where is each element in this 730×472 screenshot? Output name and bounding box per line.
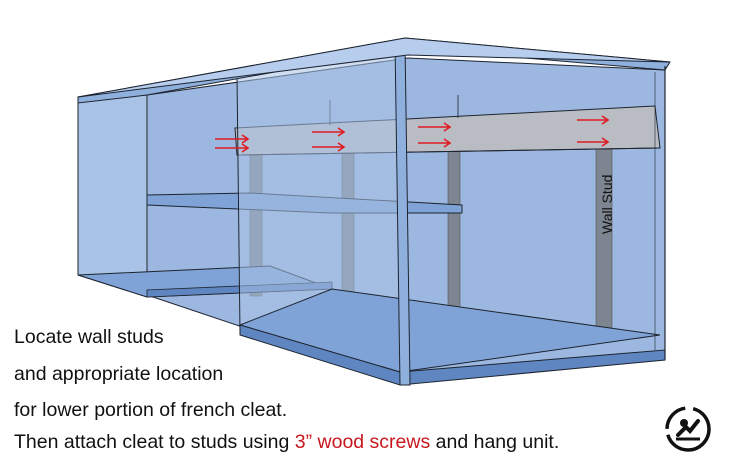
arrow-right-icon	[418, 138, 452, 148]
wall-stud-label: Wall Stud	[599, 174, 615, 234]
caption-line-2: and appropriate location	[14, 363, 224, 385]
arrow-right-icon	[215, 134, 250, 144]
caption-text: Then attach cleat to studs using	[14, 431, 295, 453]
logo-badge-icon	[665, 406, 711, 452]
top-panel-surface	[77, 37, 671, 98]
screw-size-highlight: 3” wood screws	[294, 431, 431, 453]
wall-stud	[595, 141, 613, 341]
caption-line-1: Locate wall studs	[14, 326, 164, 348]
wall-stud	[447, 147, 461, 311]
arrow-right-icon	[312, 127, 346, 137]
arrow-right-icon	[418, 122, 452, 132]
screw-arrows	[215, 115, 610, 153]
arrow-right-icon	[577, 137, 610, 147]
arrow-right-icon	[577, 115, 610, 125]
caption-line-4: Then attach cleat to studs using 3” wood…	[14, 431, 560, 453]
arrow-right-icon	[215, 143, 250, 153]
arrow-right-icon	[312, 142, 346, 152]
caption-line-3: for lower portion of french cleat.	[14, 399, 288, 421]
caption-text: and hang unit.	[430, 431, 560, 453]
left-cube-side	[77, 94, 148, 298]
